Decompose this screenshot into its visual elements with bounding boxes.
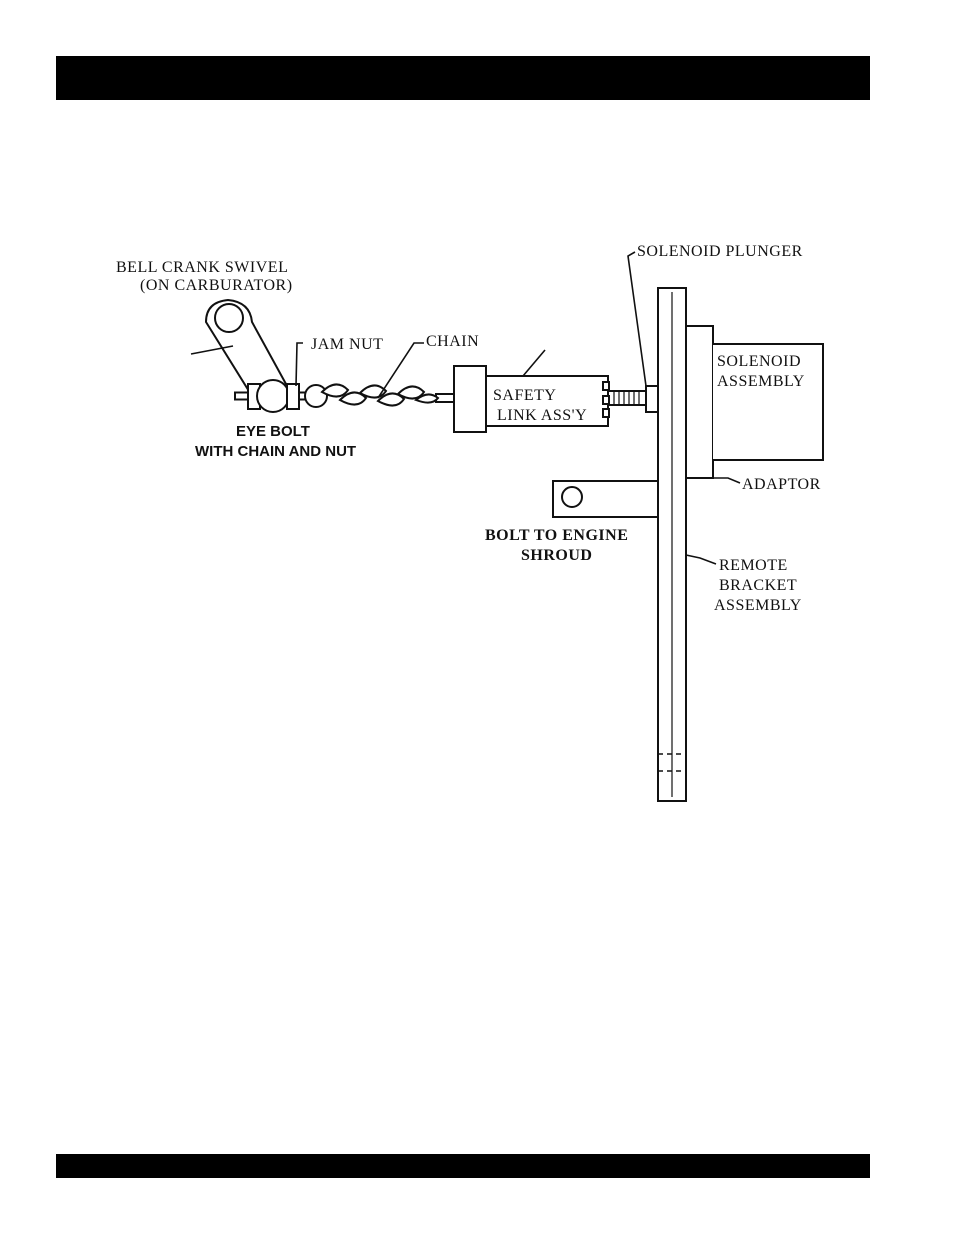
label-chain: CHAIN (426, 333, 479, 350)
label-bolt-shroud-1: BOLT TO ENGINE (485, 527, 628, 544)
label-solenoid-plunger: SOLENOID PLUNGER (637, 243, 803, 260)
bolt-hole-icon (562, 487, 582, 507)
footer-bar (56, 1154, 870, 1178)
label-remote-bracket-2: BRACKET (719, 577, 797, 594)
label-bell-crank: BELL CRANK SWIVEL (116, 259, 288, 276)
chain (305, 384, 438, 407)
solenoid-plunger (608, 386, 658, 412)
label-solenoid-assembly-2: ASSEMBLY (717, 373, 805, 390)
eye-bolt (248, 380, 299, 412)
remote-bracket (658, 288, 686, 801)
label-jam-nut: JAM NUT (311, 336, 383, 353)
label-safety-link-1: SAFETY (493, 387, 556, 404)
shroud-mount-tab (553, 481, 658, 517)
label-eye-bolt-2: WITH CHAIN AND NUT (195, 443, 356, 460)
adaptor-plate (686, 326, 713, 478)
label-bolt-shroud-2: SHROUD (521, 547, 592, 564)
label-on-carburator: (ON CARBURATOR) (140, 277, 293, 294)
label-solenoid-assembly-1: SOLENOID (717, 353, 801, 370)
label-remote-bracket-1: REMOTE (719, 557, 788, 574)
label-safety-link-2: LINK ASS'Y (497, 407, 587, 424)
label-adaptor: ADAPTOR (742, 476, 821, 493)
label-remote-bracket-3: ASSEMBLY (714, 597, 802, 614)
label-eye-bolt-1: EYE BOLT (236, 423, 310, 440)
